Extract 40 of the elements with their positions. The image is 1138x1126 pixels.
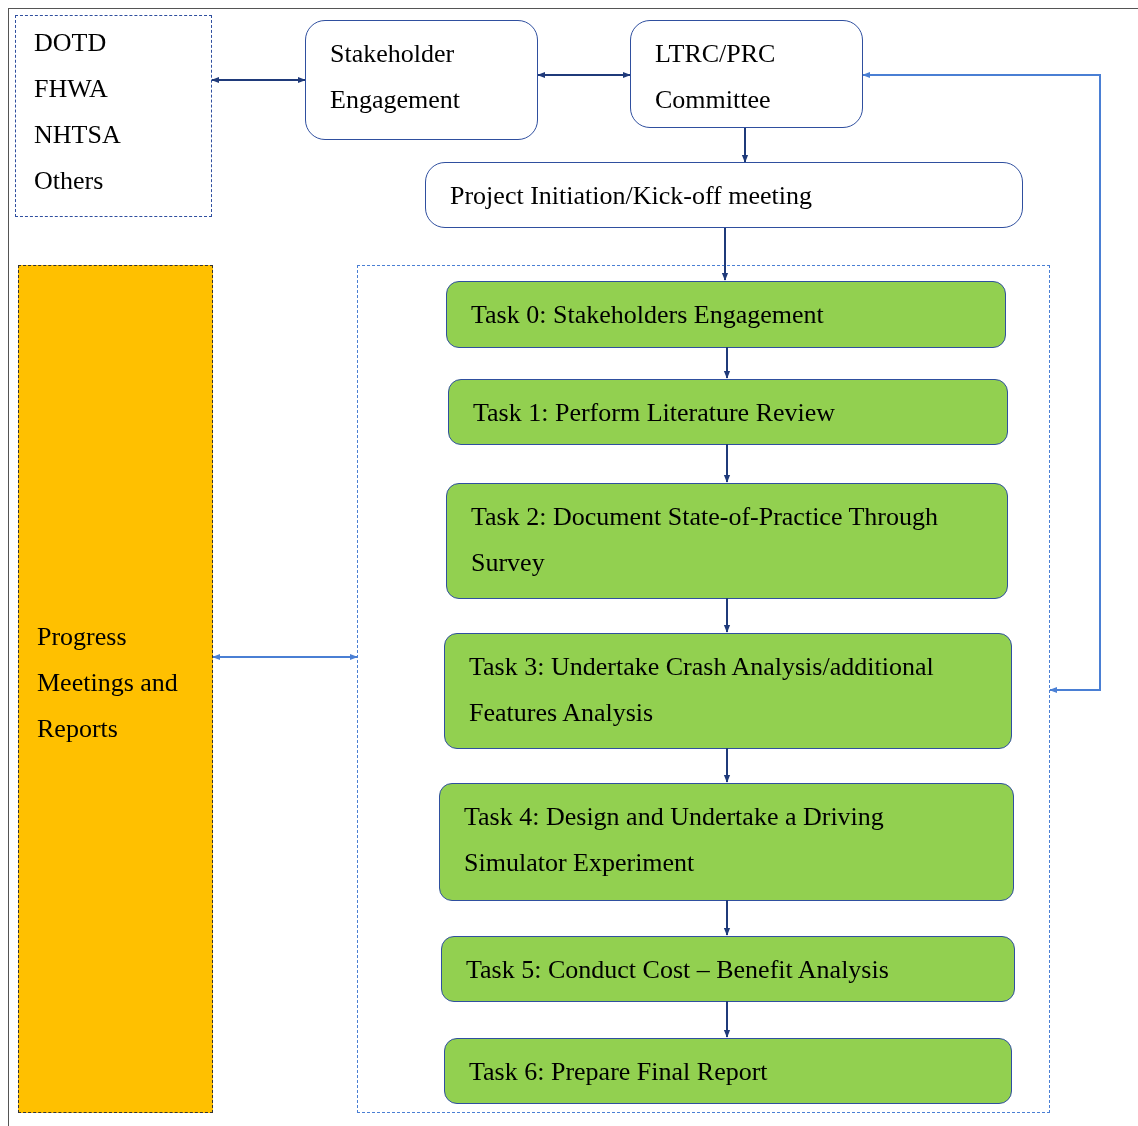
- arrow: [741, 127, 749, 163]
- process-box: [425, 162, 1023, 228]
- arrow: [723, 747, 731, 783]
- dashed-frame: [357, 265, 1050, 1113]
- arrow: [721, 227, 729, 281]
- process-box: [305, 20, 538, 140]
- process-box: [630, 20, 863, 128]
- box-label: Task 4: Design and Undertake a Driving Simulator Experiment: [464, 801, 885, 879]
- box-label: Task 5: Conduct Cost – Benefit Analysis: [466, 954, 890, 986]
- task-box: [444, 633, 1012, 749]
- agency-name: NHTSA: [34, 119, 122, 151]
- box-label: Task 0: Stakeholders Engagement: [471, 299, 825, 331]
- box-label: Task 1: Perform Literature Review: [473, 397, 837, 429]
- agency-name: DOTD: [34, 27, 108, 59]
- arrow: [723, 443, 731, 483]
- task-box: [441, 936, 1015, 1002]
- arrow: [537, 71, 631, 79]
- box-label: Progress Meetings and Reports: [37, 621, 179, 745]
- task-box: [444, 1038, 1012, 1104]
- arrow: [723, 899, 731, 936]
- arrow: [723, 346, 731, 379]
- agency-list-box: [15, 15, 212, 217]
- agency-name: FHWA: [34, 73, 109, 105]
- arrow: [211, 76, 306, 84]
- arrow: [212, 653, 358, 661]
- agency-name: Others: [34, 165, 105, 197]
- box-label: Task 6: Prepare Final Report: [469, 1056, 769, 1088]
- task-box: [439, 783, 1014, 901]
- box-label: Task 3: Undertake Crash Analysis/additional Features Analysis: [469, 651, 935, 729]
- task-box: [446, 281, 1006, 348]
- progress-panel: [18, 265, 213, 1113]
- arrow: [723, 597, 731, 633]
- task-box: [448, 379, 1008, 445]
- box-label: Project Initiation/Kick-off meeting: [450, 180, 813, 212]
- box-label: Task 2: Document State-of-Practice Through Survey: [471, 501, 939, 579]
- box-label: Stakeholder Engagement: [330, 38, 461, 116]
- arrow: [862, 71, 1101, 694]
- box-label: LTRC/PRC Committee: [655, 38, 777, 116]
- arrow: [723, 1000, 731, 1038]
- task-box: [446, 483, 1008, 599]
